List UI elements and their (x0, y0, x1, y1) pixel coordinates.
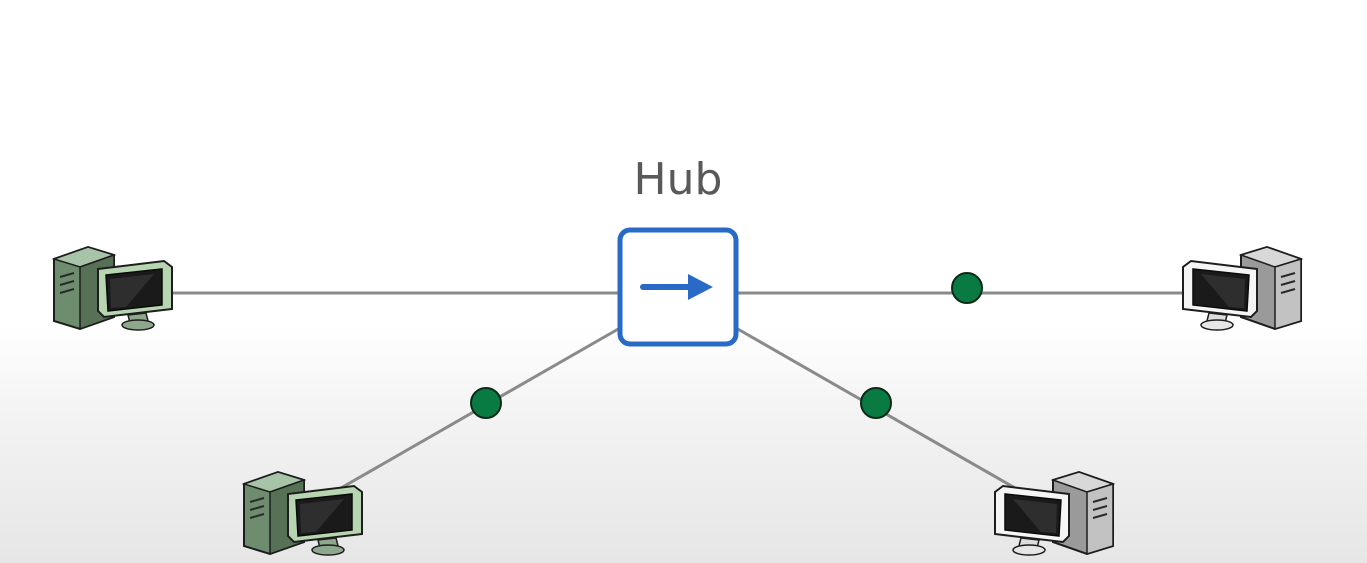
computer-bottom-right-icon (994, 471, 1114, 556)
arrow-right-icon (640, 274, 713, 300)
computer-left-icon (53, 246, 173, 331)
computer-right-icon (1182, 246, 1302, 331)
hub-label: Hub (633, 154, 723, 205)
packet-dot-bottom-right (860, 387, 892, 419)
packet-dot-right (951, 272, 983, 304)
packet-dot-bottom-left (470, 387, 502, 419)
packets (470, 272, 983, 419)
hub-node (617, 227, 739, 347)
